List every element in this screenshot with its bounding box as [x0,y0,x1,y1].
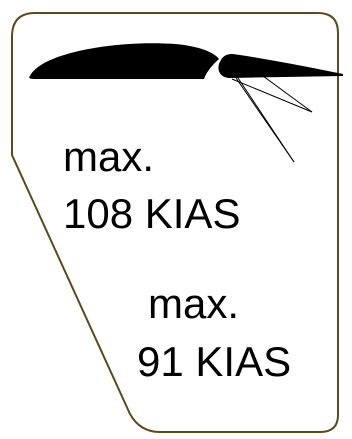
wing-airfoil [29,43,219,79]
flap-deflection-line-2 [235,77,295,163]
placard-border [11,12,339,433]
flap-deflection-lines [225,59,313,163]
speed-limit-2-value: 91 KIAS [137,338,292,385]
speed-limit-2-prefix: max. [148,280,240,327]
flap-deflection-line-4 [231,78,313,113]
speed-limit-1-prefix: max. [63,133,155,180]
flap-deflection-line-3 [243,61,313,113]
flap-airfoil [218,54,343,78]
speed-limit-1-value: 108 KIAS [63,190,241,237]
